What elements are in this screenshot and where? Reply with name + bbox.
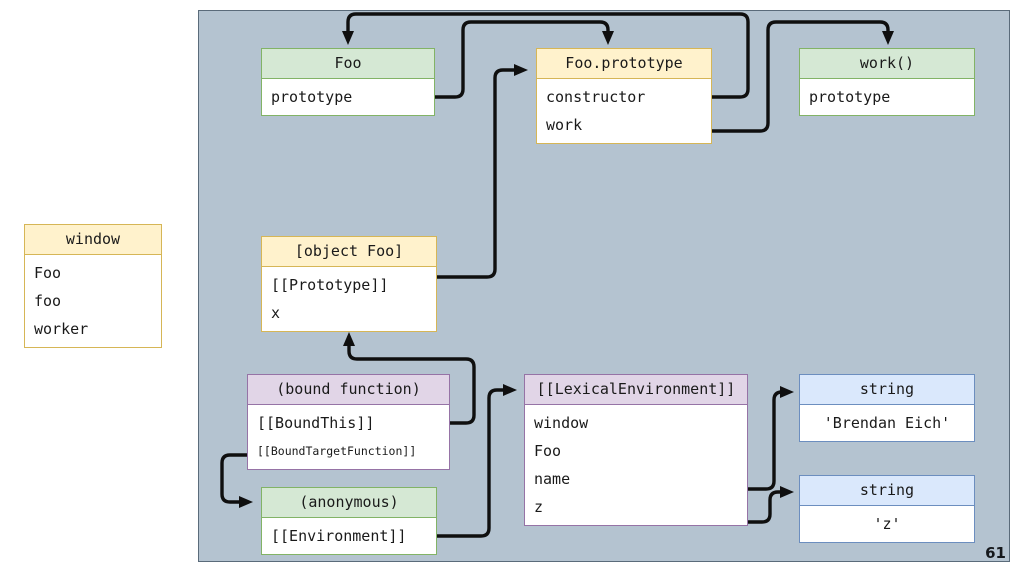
box-title: (anonymous) xyxy=(262,488,436,518)
object-box-string-z[interactable]: string 'z' xyxy=(799,475,975,543)
property-row[interactable]: x xyxy=(271,304,281,322)
property-row[interactable]: [[Prototype]] xyxy=(271,276,389,294)
property-row[interactable]: name xyxy=(534,470,571,488)
box-body: [[BoundThis]] [[BoundTargetFunction]] xyxy=(248,405,449,469)
property-row[interactable]: [[BoundTargetFunction]] xyxy=(257,444,417,458)
box-body: Foo foo worker xyxy=(25,255,161,347)
property-row[interactable]: 'Brendan Eich' xyxy=(823,414,951,432)
box-title: work() xyxy=(800,49,974,79)
box-title: [object Foo] xyxy=(262,237,436,267)
box-title: Foo.prototype xyxy=(537,49,711,79)
object-box-anonymous[interactable]: (anonymous) [[Environment]] xyxy=(261,487,437,555)
box-body: 'Brendan Eich' xyxy=(800,405,974,441)
property-row[interactable]: Foo xyxy=(34,264,62,282)
box-body: window Foo name z xyxy=(525,405,747,525)
object-box-foo-prototype[interactable]: Foo.prototype constructor work xyxy=(536,48,712,144)
box-title: (bound function) xyxy=(248,375,449,405)
box-title: string xyxy=(800,375,974,405)
property-row[interactable]: [[BoundThis]] xyxy=(257,414,375,432)
box-title: string xyxy=(800,476,974,506)
object-box-bound-function[interactable]: (bound function) [[BoundThis]] [[BoundTa… xyxy=(247,374,450,470)
object-box-window[interactable]: window Foo foo worker xyxy=(24,224,162,348)
box-title: Foo xyxy=(262,49,434,79)
box-body: prototype xyxy=(800,79,974,115)
box-body: prototype xyxy=(262,79,434,115)
object-box-work[interactable]: work() prototype xyxy=(799,48,975,116)
property-row[interactable]: work xyxy=(546,116,583,134)
box-body: constructor work xyxy=(537,79,711,143)
object-box-object-foo[interactable]: [object Foo] [[Prototype]] x xyxy=(261,236,437,332)
property-row[interactable]: prototype xyxy=(809,88,891,106)
property-row[interactable]: constructor xyxy=(546,88,646,106)
property-row[interactable]: window xyxy=(534,414,589,432)
box-title: window xyxy=(25,225,161,255)
box-body: 'z' xyxy=(800,506,974,542)
property-row[interactable]: prototype xyxy=(271,88,353,106)
object-box-string-name[interactable]: string 'Brendan Eich' xyxy=(799,374,975,442)
page-number: 61 xyxy=(985,544,1006,562)
box-body: [[Environment]] xyxy=(262,518,436,554)
box-title: [[LexicalEnvironment]] xyxy=(525,375,747,405)
object-box-foo[interactable]: Foo prototype xyxy=(261,48,435,116)
property-row[interactable]: [[Environment]] xyxy=(271,527,407,545)
property-row[interactable]: 'z' xyxy=(873,515,901,533)
property-row[interactable]: foo xyxy=(34,292,62,310)
property-row[interactable]: Foo xyxy=(534,442,562,460)
property-row[interactable]: z xyxy=(534,498,544,516)
property-row[interactable]: worker xyxy=(34,320,89,338)
object-box-lexical-environment[interactable]: [[LexicalEnvironment]] window Foo name z xyxy=(524,374,748,526)
box-body: [[Prototype]] x xyxy=(262,267,436,331)
